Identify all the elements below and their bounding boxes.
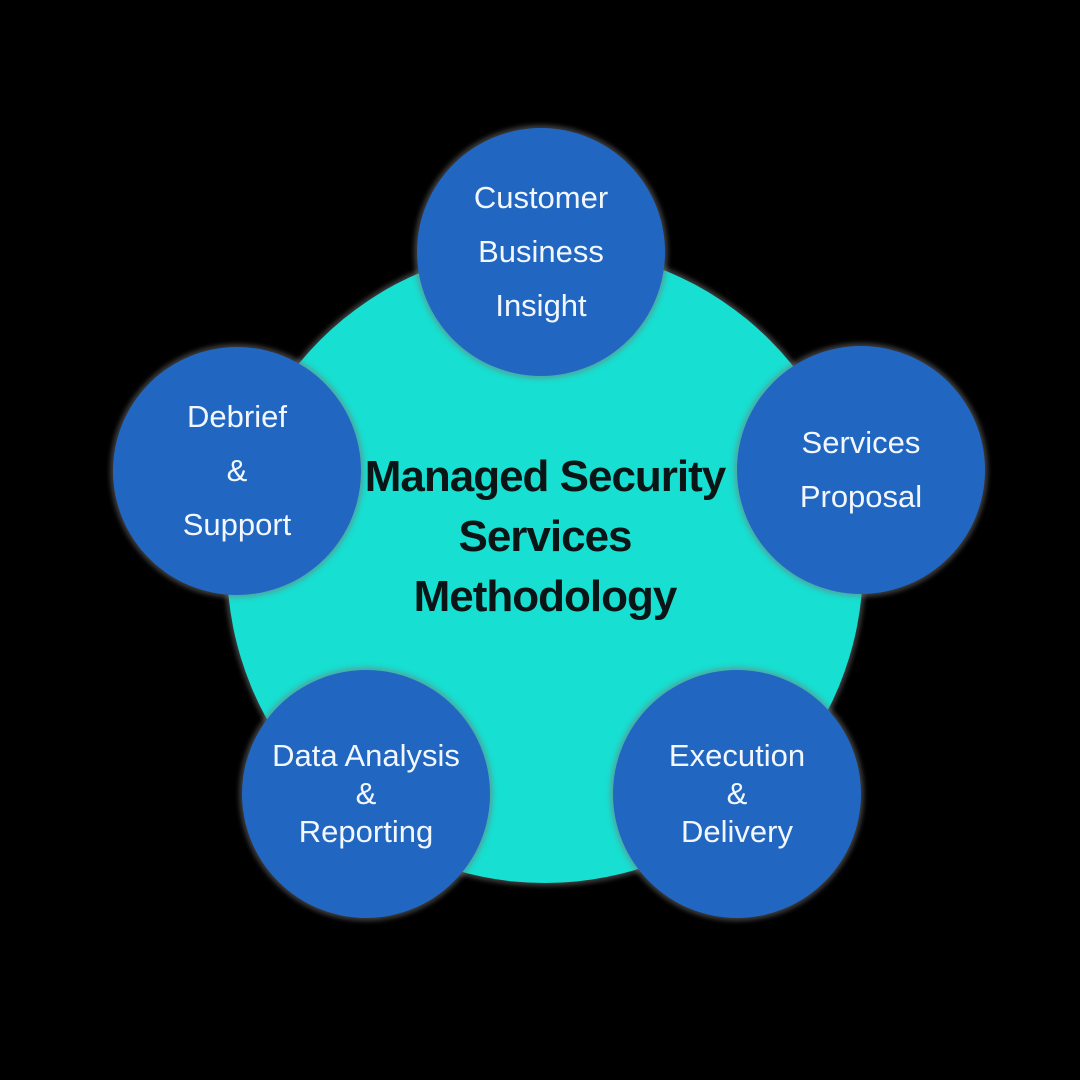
diagram-title-line-3: Methodology: [413, 572, 678, 621]
node-services-proposal-label: Services Proposal: [800, 416, 922, 524]
node-label-line: Data Analysis: [272, 738, 460, 773]
node-label-line: Debrief: [187, 399, 287, 434]
node-label-line: Services: [801, 425, 921, 460]
diagram-title: Managed Security Services Methodology: [227, 447, 863, 627]
node-label-line: Reporting: [298, 814, 434, 849]
diagram-title-line-1: Managed Security: [364, 452, 727, 501]
node-customer-business-insight-label: Customer Business Insight: [474, 171, 608, 333]
node-label-line: Business: [478, 234, 604, 269]
node-label-line: &: [355, 776, 377, 811]
node-debrief-support: Debrief & Support: [113, 347, 361, 595]
node-customer-business-insight: Customer Business Insight: [417, 128, 665, 376]
node-execution-delivery-label: Execution & Delivery: [669, 737, 805, 851]
node-label-line: Proposal: [799, 479, 923, 514]
node-label-line: Execution: [668, 738, 806, 773]
node-services-proposal: Services Proposal: [737, 346, 985, 594]
node-label-line: &: [726, 776, 748, 811]
node-data-analysis-reporting-label: Data Analysis & Reporting: [272, 737, 460, 851]
node-label-line: Customer: [473, 180, 609, 215]
node-label-line: &: [226, 453, 248, 488]
node-label-line: Support: [182, 507, 292, 542]
node-execution-delivery: Execution & Delivery: [613, 670, 861, 918]
node-label-line: Delivery: [681, 814, 793, 849]
node-label-line: Insight: [495, 288, 587, 323]
node-debrief-support-label: Debrief & Support: [183, 390, 292, 552]
node-data-analysis-reporting: Data Analysis & Reporting: [242, 670, 490, 918]
diagram-title-line-2: Services: [458, 512, 632, 561]
